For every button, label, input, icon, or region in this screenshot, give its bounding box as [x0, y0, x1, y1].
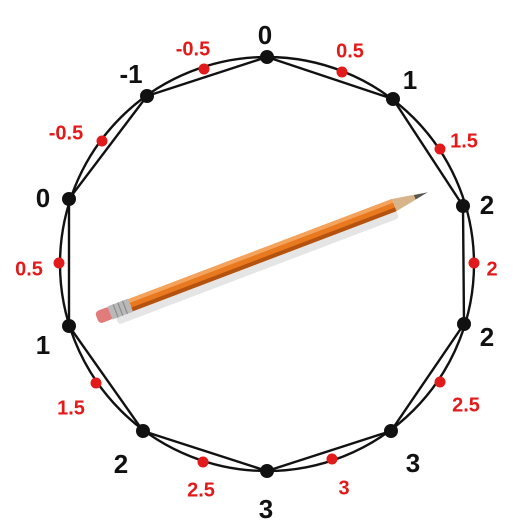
midpoint-dot: [53, 257, 65, 269]
midpoint-label: 3: [338, 477, 349, 499]
vertex-dot: [62, 192, 76, 206]
vertex-label: 2: [480, 322, 494, 352]
vertex-dot: [386, 92, 400, 106]
midpoint-dot: [468, 257, 480, 269]
vertex-label: 1: [403, 65, 417, 95]
midpoint-label: 0.5: [336, 40, 364, 62]
midpoint-label: 1.5: [450, 130, 478, 152]
midpoint-label: 2.5: [452, 394, 480, 416]
midpoint-label: -0.5: [49, 122, 83, 144]
vertex-dot: [62, 319, 76, 333]
midpoint-label: 2: [486, 258, 497, 280]
midpoint-dot: [434, 376, 446, 388]
midpoint-dot: [198, 63, 210, 75]
pencil-lead: [413, 192, 428, 200]
vertex-dot: [384, 424, 398, 438]
vertex-label: 2: [480, 190, 494, 220]
vertex-label: 3: [406, 448, 420, 478]
midpoint-label: 1.5: [57, 397, 85, 419]
vertex-dot: [260, 464, 274, 478]
pencil-wood-tip: [391, 193, 423, 212]
midpoint-dot: [434, 143, 446, 155]
vertex-dot: [457, 317, 471, 331]
midpoint-dot: [197, 456, 209, 468]
vertex-label: -1: [119, 59, 142, 89]
midpoint-dot: [90, 377, 102, 389]
vertex-dot: [456, 199, 470, 213]
midpoint-dot: [96, 135, 108, 147]
midpoint-label: -0.5: [176, 38, 210, 60]
vertex-label: 1: [36, 330, 50, 360]
vertex-label: 2: [114, 449, 128, 479]
pencil-image: [95, 192, 428, 324]
midpoint-dot: [336, 66, 348, 78]
vertex-label: 3: [259, 494, 273, 524]
vertex-dot: [260, 50, 274, 64]
midpoint-dot: [326, 453, 338, 465]
vertex-label: 0: [36, 183, 50, 213]
midpoint-label: 2.5: [187, 479, 215, 501]
pencil-body: [128, 198, 397, 312]
pencil-eraser: [95, 307, 114, 323]
vertex-dot: [136, 424, 150, 438]
midpoint-label: 0.5: [15, 258, 43, 280]
vertex-dot: [140, 89, 154, 103]
vertex-label: 0: [258, 20, 272, 50]
